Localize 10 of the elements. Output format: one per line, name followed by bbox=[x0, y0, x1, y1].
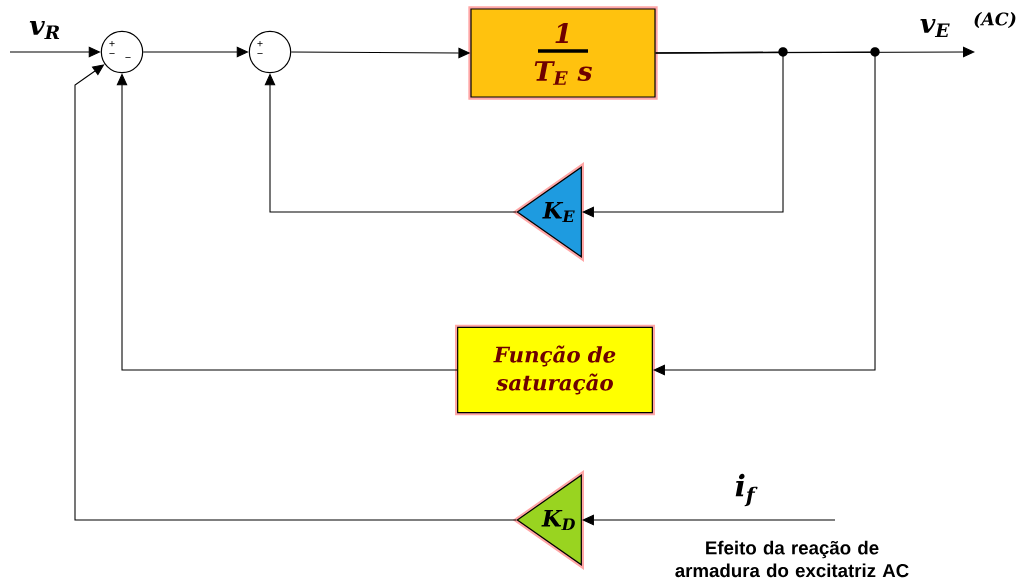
signal-label: v$_{R}$ bbox=[29, 21, 60, 39]
transfer-function-block: 1 T$_{E}$ s bbox=[468, 6, 658, 100]
function-block: Função de saturação bbox=[455, 324, 655, 416]
summing-junction: + − bbox=[248, 30, 292, 74]
signal-label: (AC) bbox=[974, 12, 1016, 28]
summing-junction: + − − bbox=[100, 30, 144, 74]
note-text: Efeito da reação de armadura do excitatriz AC bbox=[675, 540, 909, 578]
arrow bbox=[74, 64, 517, 521]
signal-label: v$_{E}$ bbox=[920, 19, 950, 37]
signal-label: i$_{f}$ bbox=[735, 473, 758, 507]
